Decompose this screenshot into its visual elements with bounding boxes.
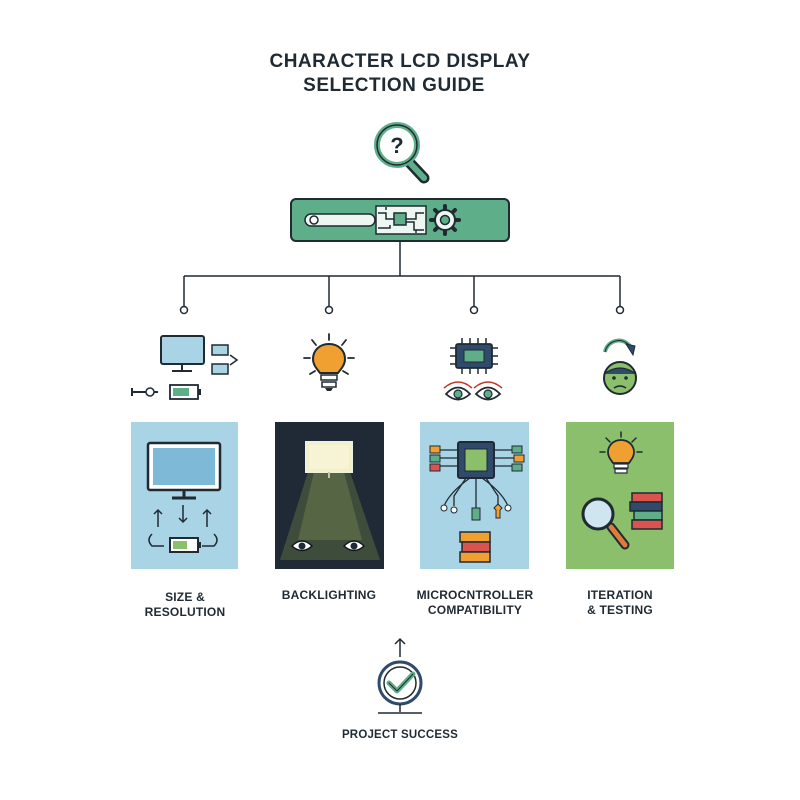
eyes-icon: [290, 540, 366, 552]
up-arrow-icon: [394, 637, 406, 657]
books-icon: [459, 531, 491, 563]
label-project-success: PROJECT SUCCESS: [341, 729, 459, 741]
check-circle-icon: [377, 660, 423, 706]
magnifier-icon: [581, 497, 630, 550]
monitor-battery-icon: [131, 335, 239, 400]
panel-microcontroller: [420, 422, 529, 569]
label-size-resolution: SIZE & RESOLUTION: [128, 590, 242, 620]
books-stack-icon: [629, 492, 663, 530]
panel-iteration-testing: [566, 422, 674, 569]
label-microcontroller: MICROCNTROLLER COMPATIBILITY: [404, 588, 546, 618]
page-title-line-2: SELECTION GUIDE: [303, 75, 485, 96]
page-title-line-1: CHARACTER LCD DISPLAY: [269, 51, 531, 72]
label-microcontroller-line-1: MICROCNTROLLER: [416, 588, 534, 602]
connector-lines: [183, 241, 621, 307]
magnifier-question-icon: ?: [374, 122, 430, 184]
chip-eyes-icon: [443, 338, 503, 401]
panel-backlighting: [275, 422, 384, 569]
svg-text:?: ?: [390, 133, 403, 158]
connector-plugs: [429, 445, 525, 521]
final-connector-line: [378, 704, 422, 714]
resize-arrows-icon: [148, 505, 218, 547]
label-backlighting-line-1: BACKLIGHTING: [281, 588, 377, 602]
label-size-resolution-line-1: SIZE &: [165, 590, 205, 604]
lightbulb-icon: [303, 333, 355, 391]
label-microcontroller-line-2: COMPATIBILITY: [427, 603, 523, 617]
label-backlighting: BACKLIGHTING: [265, 588, 393, 603]
label-iteration-testing-line-2: & TESTING: [587, 603, 653, 617]
circuit-gear-bar: [290, 198, 510, 242]
face-refresh-icon: [603, 338, 637, 395]
small-lightbulb-icon: [599, 431, 643, 474]
label-iteration-testing-line-1: ITERATION: [587, 588, 653, 602]
circuit-icon: [375, 205, 427, 235]
label-iteration-testing: ITERATION & TESTING: [562, 588, 678, 618]
monitor-icon: [146, 441, 222, 500]
battery-icon: [169, 537, 201, 553]
gear-icon: [429, 204, 461, 236]
panel-size-resolution: [131, 422, 238, 569]
chip-icon: [457, 441, 495, 479]
label-size-resolution-line-2: RESOLUTION: [144, 605, 226, 619]
connector-dots: [179, 305, 625, 315]
